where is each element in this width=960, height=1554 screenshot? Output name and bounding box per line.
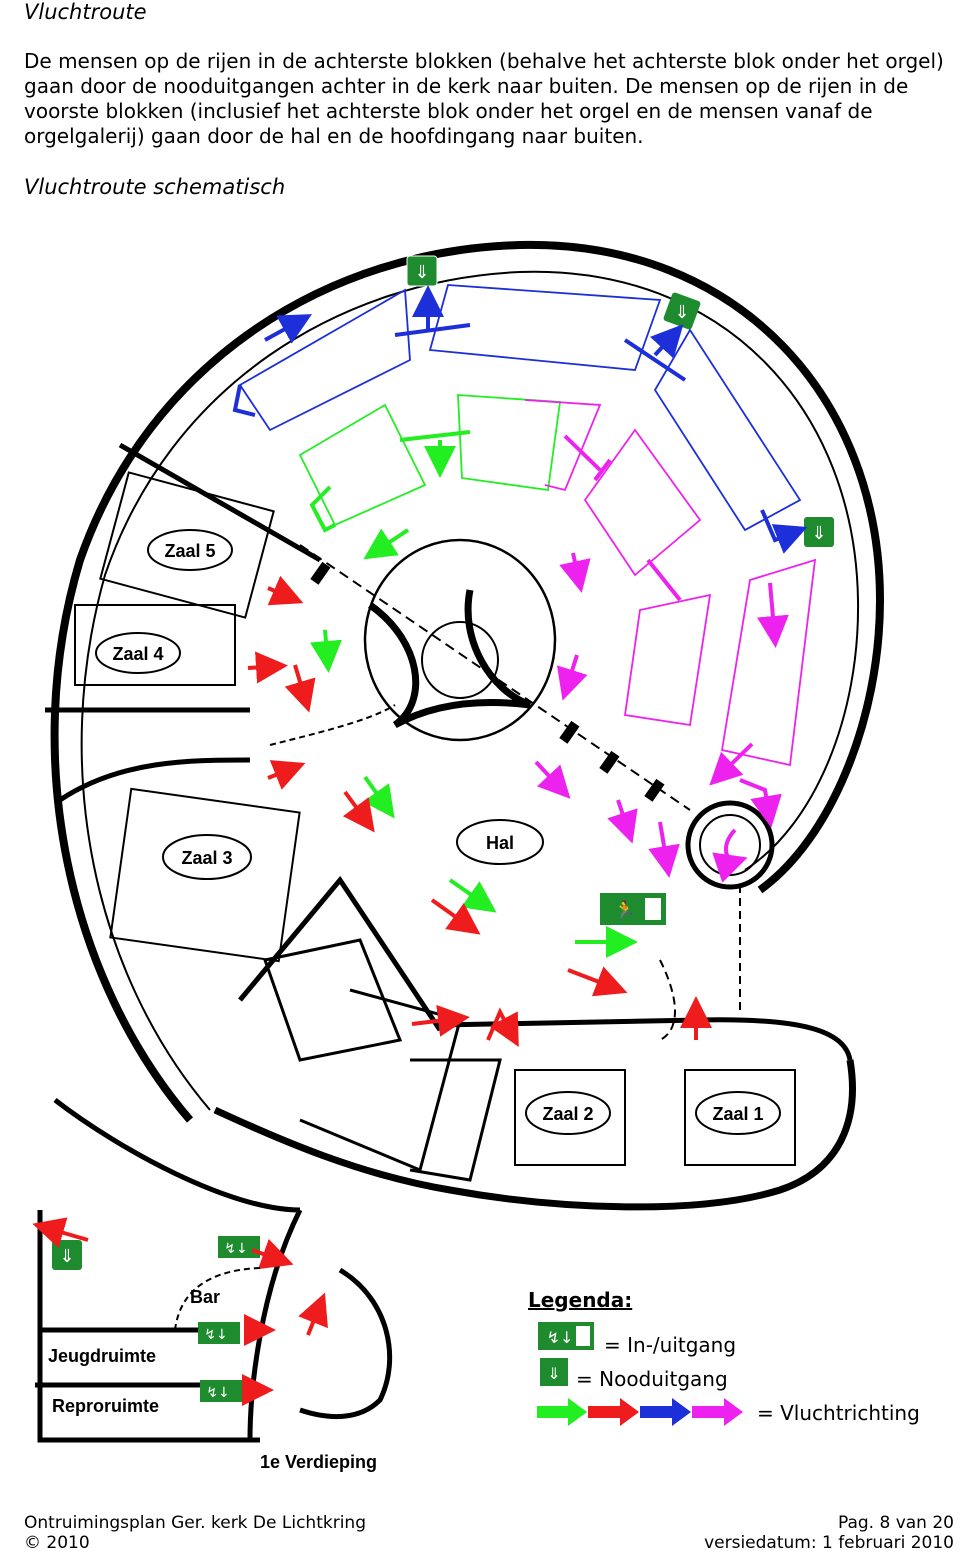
svg-text:⇓: ⇓ <box>811 523 826 544</box>
room-label-zaal1: Zaal 1 <box>712 1104 763 1124</box>
svg-text:↯↓: ↯↓ <box>206 1385 229 1401</box>
central-hall-structure <box>269 538 775 1041</box>
room-zaal2: Zaal 2 <box>514 1069 626 1166</box>
room-label-bar: Bar <box>190 1287 220 1307</box>
emergency-exit-sign: ⇓ <box>52 1240 82 1270</box>
legend: Legenda: ↯↓ = In-/uitgang ⇓ = Nooduitgan… <box>528 1288 920 1426</box>
room-zaal4: Zaal 4 <box>74 604 236 686</box>
entrance-sign: ↯↓ <box>200 1380 242 1402</box>
svg-text:⇓: ⇓ <box>414 262 429 283</box>
route-arrows-green <box>309 430 638 958</box>
footer-version-date: versiedatum: 1 februari 2010 <box>704 1533 954 1553</box>
footer-document-title: Ontruimingsplan Ger. kerk De Lichtkring <box>24 1513 366 1533</box>
footer-page-number: Pag. 8 van 20 <box>837 1513 954 1533</box>
room-label-zaal3: Zaal 3 <box>181 848 232 868</box>
svg-text:⇓: ⇓ <box>547 1364 560 1383</box>
seating-blocks <box>238 284 817 767</box>
legend-entrance-icon: ↯↓ <box>538 1322 594 1350</box>
upper-floor: Bar Jeugdruimte Reproruimte 1e Verdiepin… <box>48 1287 377 1472</box>
room-label-reproruimte: Reproruimte <box>52 1396 159 1416</box>
bar-counter-line <box>174 1267 261 1331</box>
room-zaal3: Zaal 3 <box>109 787 301 963</box>
room-label-zaal4: Zaal 4 <box>112 644 163 664</box>
legend-emergency-exit-icon: ⇓ <box>540 1358 568 1386</box>
page-title: Vluchtroute <box>24 0 147 24</box>
emergency-exit-sign: ⇓ <box>804 517 834 547</box>
route-arrows-magenta <box>534 434 789 883</box>
entrance-sign: ↯↓ <box>218 1236 260 1258</box>
intro-paragraph: De mensen op de rijen in de achterste bl… <box>24 49 944 148</box>
evacuation-floorplan: Zaal 5 Zaal 4 Zaal 3 Zaal 2 Zaal 1 Hal <box>32 240 920 1472</box>
svg-text:↯↓: ↯↓ <box>204 1327 227 1343</box>
svg-text:↯↓: ↯↓ <box>224 1241 247 1257</box>
route-arrows-blue <box>232 285 808 554</box>
svg-text:↯↓: ↯↓ <box>547 1328 574 1347</box>
svg-text:⇓: ⇓ <box>59 1246 74 1267</box>
emergency-exit-sign: ⇓ <box>406 255 438 287</box>
room-hal: Hal <box>456 819 544 865</box>
section-subtitle: Vluchtroute schematisch <box>24 175 286 199</box>
emergency-exit-sign: ⇓ <box>663 292 701 330</box>
entrance-sign: ↯↓ <box>198 1322 240 1344</box>
route-arrows-red <box>32 575 712 1406</box>
service-rooms <box>263 938 502 1182</box>
room-label-hal: Hal <box>486 833 514 853</box>
room-label-zaal2: Zaal 2 <box>542 1104 593 1124</box>
room-zaal5: Zaal 5 <box>99 471 275 619</box>
room-zaal1: Zaal 1 <box>684 1069 796 1166</box>
room-label-zaal5: Zaal 5 <box>164 541 215 561</box>
room-label-jeugdruimte: Jeugdruimte <box>48 1346 156 1366</box>
svg-text:⇓: ⇓ <box>674 302 689 323</box>
legend-entrance-label: = In-/uitgang <box>604 1333 736 1357</box>
building-walls <box>35 240 885 1443</box>
svg-text:🏃: 🏃 <box>614 899 636 921</box>
footer-copyright: © 2010 <box>24 1533 90 1553</box>
entrance-sign: 🏃 <box>600 893 666 925</box>
legend-escape-direction-label: = Vluchtrichting <box>757 1401 920 1425</box>
legend-emergency-exit-label: = Nooduitgang <box>576 1367 728 1391</box>
legend-title: Legenda: <box>528 1288 632 1312</box>
floor-label: 1e Verdieping <box>260 1452 377 1472</box>
legend-route-arrows <box>537 1398 743 1426</box>
